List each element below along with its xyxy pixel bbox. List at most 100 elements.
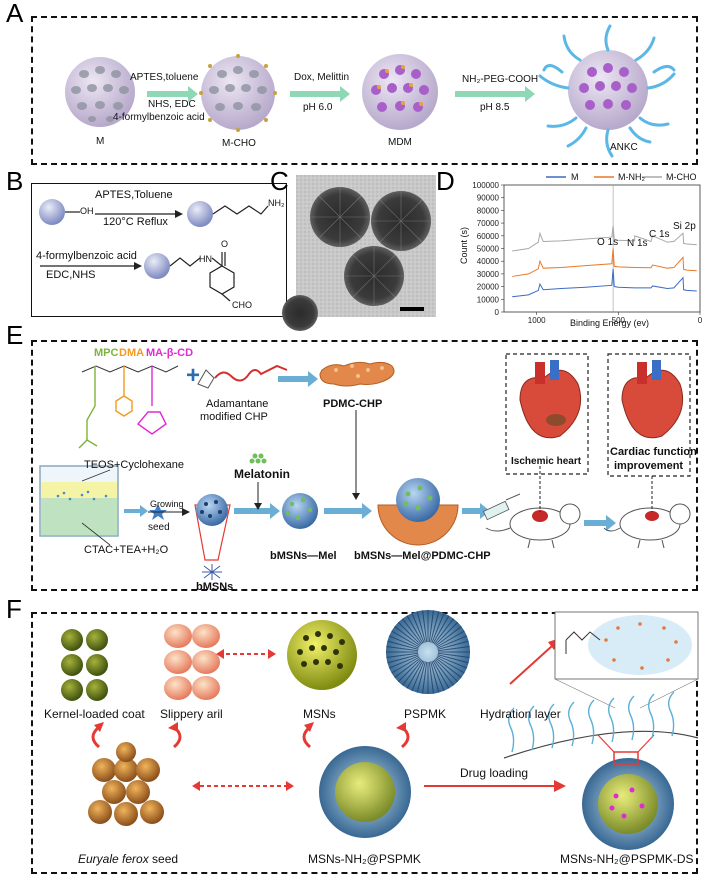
brush-line [437, 655, 467, 669]
brush-line [428, 661, 434, 694]
hydration-chain [647, 693, 655, 739]
e-adamantane-2: modified CHP [200, 411, 268, 423]
brush-line [394, 626, 421, 647]
step1-bottom1: NHS, EDC [148, 99, 196, 110]
step2-bottom: pH 6.0 [303, 102, 333, 113]
b-r1-top: APTES,Toluene [95, 189, 173, 201]
y-tick-label-1: 10000 [477, 295, 500, 304]
panel-f-frame [31, 612, 698, 874]
brush-line [422, 610, 428, 643]
mouse-2-icon [603, 503, 691, 549]
syringe-icon [482, 493, 521, 521]
b-nh2: NH₂ [268, 198, 285, 208]
bmsns-mel-sphere [282, 493, 318, 529]
brush-line [428, 610, 434, 643]
brush-line [422, 661, 428, 694]
e-growing: Growing [150, 499, 184, 509]
e-adamantane-1: Adamantane [206, 398, 269, 410]
f-euryale: Euryale ferox seed [78, 852, 178, 866]
y-tick-label-8: 80000 [477, 206, 500, 215]
brush-line [430, 661, 440, 693]
hydration-chain [627, 695, 635, 741]
bmsns-pdmc-sphere [396, 478, 440, 522]
heart-ischemic-icon [519, 360, 582, 439]
e-cardiac-2: improvement [614, 460, 684, 472]
f-msns-nh2: MSNs-NH₂@PSPMK [308, 852, 421, 866]
panel-a-frame [31, 16, 698, 165]
brush-line [406, 660, 424, 689]
e-melatonin: Melatonin [234, 467, 290, 481]
brush-line [406, 615, 424, 644]
f-pspmk: PSPMK [404, 707, 447, 721]
brush-line [437, 654, 469, 664]
hydration-chain [607, 697, 615, 743]
step1-top: APTES,toluene [130, 72, 199, 83]
arrow-a3 [455, 86, 535, 102]
msns-sphere [287, 620, 357, 690]
e-pdmc: PDMC-CHP [323, 398, 383, 410]
panel-f-label: F [6, 594, 22, 624]
brush-line [411, 661, 425, 691]
slippery-aril-image [164, 624, 220, 700]
brush-line [416, 661, 426, 693]
panel-e-frame [31, 340, 698, 591]
f-aril: Slippery aril [160, 707, 223, 721]
e-bmsns: bMSNs [196, 581, 234, 593]
euryale-ferox-image [88, 742, 164, 826]
brush-line [435, 657, 462, 678]
b-r2-bottom: EDC,NHS [46, 269, 96, 281]
e-bmsns-mel-pdmc: bMSNs—Mel@PDMC-CHP [354, 550, 491, 562]
brush-line [437, 635, 467, 649]
e-ma-cd: MA-β-CD [146, 347, 194, 359]
brush-line [430, 611, 440, 643]
f-hydration: Hydration layer [480, 707, 561, 721]
e-mpc: MPC [94, 347, 119, 359]
hydration-chain [527, 705, 535, 751]
b-r2-top: 4-formylbenzoic acid [36, 250, 137, 262]
brush-line [431, 661, 445, 691]
hydration-chain [667, 691, 675, 737]
panel-b-frame [31, 183, 287, 317]
brush-line [436, 656, 465, 674]
panel-d-label: D [436, 166, 455, 196]
f-drug: Drug loading [460, 766, 529, 780]
y-tick-label-4: 40000 [477, 257, 500, 266]
b-oh: OH [80, 206, 94, 216]
panel-e-label: E [6, 320, 24, 350]
brush-line [433, 618, 454, 645]
brush-line [386, 652, 419, 658]
y-tick-label-9: 90000 [477, 194, 500, 203]
y-tick-label-5: 50000 [477, 245, 500, 254]
b-o: O [221, 239, 229, 249]
arrow-a2 [290, 86, 350, 102]
xps-chart: 0100002000030000400005000060000700008000… [472, 176, 703, 325]
e-seed: seed [148, 522, 170, 533]
brush-line [436, 630, 465, 648]
panel-c-label: C [270, 166, 289, 196]
y-tick-label-3: 30000 [477, 270, 500, 279]
f-msns: MSNs [303, 707, 336, 721]
hydration-chain [587, 699, 595, 745]
x-tick-label-0: 1000 [528, 316, 546, 325]
d-xlabel: Binding Energy (ev) [570, 318, 650, 328]
series-line-m [512, 268, 697, 298]
brush-line [397, 658, 422, 683]
brush-line [391, 656, 420, 674]
series-line-m-nh- [512, 248, 697, 277]
brush-line [389, 655, 419, 669]
b-r1-bottom: 120°C Reflux [103, 216, 168, 228]
y-tick-label-2: 20000 [477, 283, 500, 292]
brush-line [387, 640, 419, 650]
step1-bottom2: 4-formylbenzoic acid [113, 112, 205, 123]
y-tick-label-7: 70000 [477, 219, 500, 228]
brush-line [431, 613, 445, 643]
d-peak-n1s: N 1s [627, 238, 648, 249]
heart-improved-icon [621, 360, 684, 439]
d-legend-mnh2: M-NH₂ [618, 172, 645, 182]
x-tick-label-1: 500 [612, 316, 626, 325]
step3-top: NH₂-PEG-COOH [462, 74, 539, 85]
brush-line [402, 618, 423, 645]
brush-line [434, 658, 459, 683]
brush-line [411, 613, 425, 643]
brush-line [394, 657, 421, 678]
